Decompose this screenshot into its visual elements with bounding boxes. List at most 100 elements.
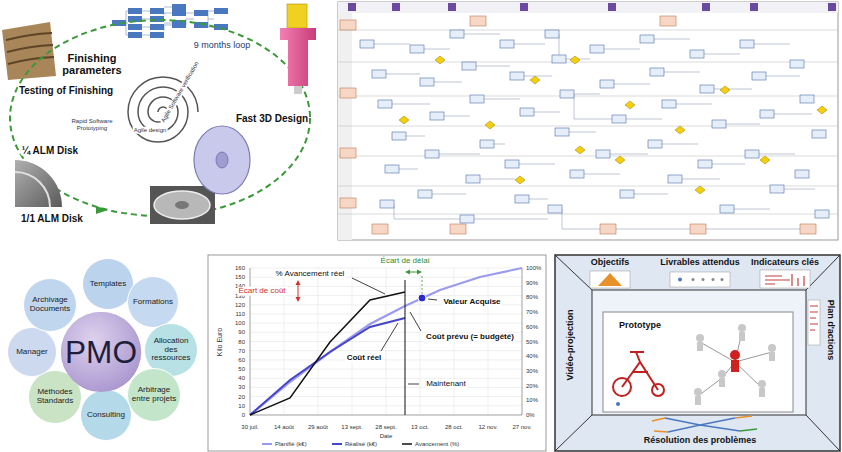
axis-tick-label: 150 (235, 274, 245, 281)
quarter-disk-photo (15, 160, 62, 207)
process-map (380, 200, 394, 208)
process-map (800, 95, 814, 103)
axis-tick-label: 160 (235, 265, 245, 272)
petal-text: Archivage Documents (27, 296, 73, 314)
process-map (340, 20, 356, 30)
cad-disk (194, 126, 250, 194)
process-map (510, 72, 524, 80)
pump-cad (294, 86, 302, 94)
team-network (719, 378, 725, 387)
illustration-label: Testing of Finishing (18, 85, 114, 96)
pmo-petal-circle: Formations (127, 276, 179, 328)
mini-flowchart (150, 24, 164, 30)
petal-text: Formations (133, 298, 173, 307)
process-map (515, 195, 529, 203)
axis-tick-label: 30 juil. (241, 424, 258, 431)
axis-tick-label: 0 (242, 412, 245, 419)
finishing-loop-illustration (2, 4, 316, 224)
process-map (420, 78, 434, 86)
process-map (790, 60, 804, 68)
process-map (500, 40, 514, 48)
process-map (448, 3, 456, 11)
process-map (817, 106, 827, 114)
process-map (650, 68, 664, 76)
process-map (530, 76, 540, 84)
finishing-fan-photo (6, 33, 54, 64)
mini-flowchart (128, 8, 142, 14)
cost-variance-arrow (296, 280, 301, 302)
tricycle (622, 352, 658, 390)
illustration-label: Agile Software verification (159, 60, 200, 125)
axis-tick-label: 20 (238, 393, 245, 400)
room-label: Plan d'actions (825, 300, 835, 361)
process-map (720, 205, 734, 213)
process-map (392, 3, 400, 11)
process-map (480, 140, 494, 148)
cost-variance-arrow (298, 283, 299, 299)
remote-dot (616, 402, 620, 406)
full-disk-photo (150, 186, 215, 224)
process-map (385, 165, 399, 173)
process-map (374, 34, 815, 229)
process-map (698, 160, 712, 168)
team-network (698, 332, 772, 396)
axis-tick-label: 100 (235, 320, 245, 327)
axis-tick-label: 60% (526, 324, 538, 331)
process-map (752, 72, 766, 80)
room-label: Objectifs (591, 258, 630, 268)
process-map (668, 175, 682, 183)
legend-line-sample (332, 443, 342, 445)
mini-flowchart (172, 10, 186, 16)
team-network (769, 352, 775, 361)
axis-tick-label: 60 (238, 357, 245, 364)
process-map (795, 170, 809, 178)
project-room (592, 290, 806, 415)
process-map (515, 176, 525, 184)
process-map (348, 3, 356, 11)
process-map (378, 100, 392, 108)
process-map (648, 140, 662, 148)
pump-cad (287, 4, 307, 28)
earned-value-chart (250, 318, 405, 415)
ceiling-poster (702, 278, 705, 281)
process-map (570, 170, 584, 178)
process-map (340, 88, 356, 98)
pump-cad (280, 4, 316, 94)
ceiling-poster (760, 270, 810, 288)
illustration-label: 1/1 ALM Disk (20, 213, 84, 224)
axis-tick-label: 10% (526, 397, 538, 404)
process-map (702, 3, 710, 11)
process-map (338, 2, 838, 13)
axis-tick-label: 13 sept. (341, 424, 362, 431)
process-map (552, 55, 566, 63)
axis-tick-label: 40 (238, 375, 245, 382)
process-map (700, 85, 714, 93)
earned-value-chart (250, 268, 522, 415)
leader-line (410, 312, 421, 331)
axis-tick-label: 20% (526, 382, 538, 389)
process-map (560, 90, 574, 98)
process-map (596, 150, 610, 158)
pmo-flower-ground (61, 312, 141, 392)
axis-tick-label: 28 sept. (375, 424, 396, 431)
team-network (697, 342, 703, 351)
chart-annotation: Coût réel (346, 354, 383, 363)
leader-line (428, 299, 437, 300)
loop-arrowhead (96, 206, 108, 214)
axis-tick-label: 30 (238, 384, 245, 391)
earned-value-chart (250, 268, 522, 415)
process-map (662, 100, 676, 108)
illustration-label: ¼ ALM Disk (21, 145, 79, 156)
pmo-petal-circle: Archivage Documents (23, 278, 77, 332)
floor-mind-map (652, 416, 757, 432)
schedule-variance-arrow (417, 270, 422, 275)
process-map (505, 160, 519, 168)
process-map (338, 2, 838, 240)
full-disk-photo (154, 191, 210, 219)
pmo-center-circle: PMO (61, 312, 141, 392)
leader-line (352, 278, 437, 384)
earned-value-chart (208, 255, 546, 451)
mini-flowchart (194, 10, 208, 16)
petal-text: Arbitrage entre projets (131, 386, 177, 404)
